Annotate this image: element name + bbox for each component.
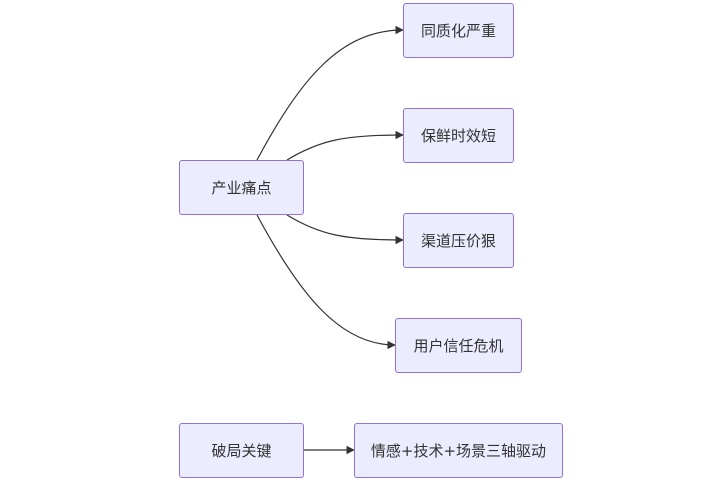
node-trust-crisis: 用户信任危机 [395,318,522,373]
edge-pain-to-trust [256,214,396,350]
node-channel-markup: 渠道压价狠 [403,213,514,268]
edge-pain-to-channel [286,214,404,245]
node-breakthrough: 破局关键 [179,423,304,478]
edge-pain-to-homogeneity [256,25,404,161]
node-freshness: 保鲜时效短 [403,108,514,163]
node-three-drivers: 情感+技术+场景三轴驱动 [354,423,563,478]
node-pain-points: 产业痛点 [179,160,304,215]
node-homogeneity: 同质化严重 [403,3,514,58]
edge-pain-to-freshness [286,130,404,161]
